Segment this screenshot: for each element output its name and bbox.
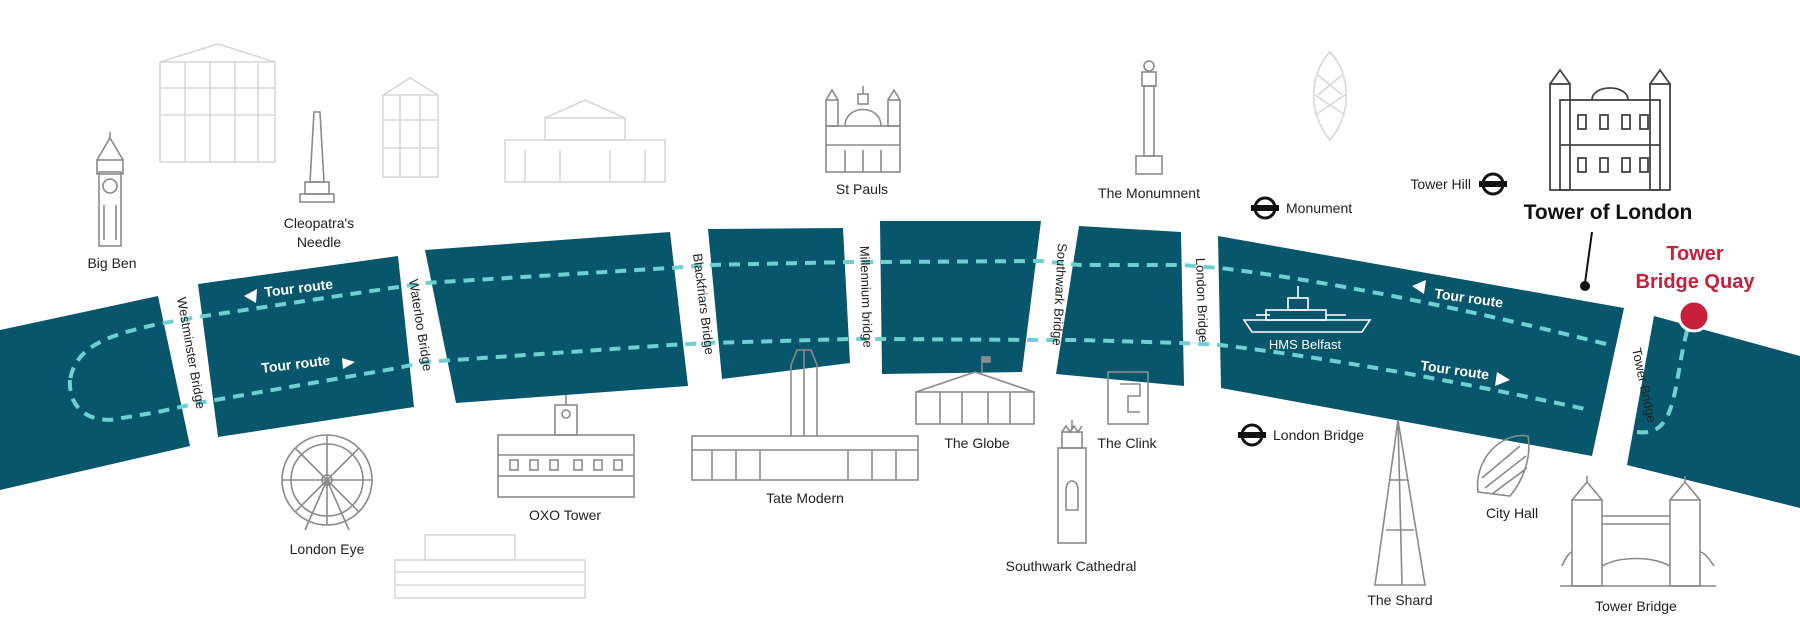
river-segment-millennium-southwark (880, 221, 1041, 374)
tower-bridge-icon (1560, 476, 1716, 587)
label-tower-bridge-quay-line1: Tower (1666, 243, 1724, 265)
label-the-monument: The Monumnent (1098, 185, 1200, 201)
cleopatras-needle-icon (299, 111, 335, 203)
somerset-house-icon (504, 99, 666, 183)
river-segment-london-tower (1218, 236, 1624, 456)
the-shard-icon (1374, 419, 1426, 586)
label-cleopatras-needle-line1: Cleopatra's (284, 215, 354, 231)
river-segment-waterloo-blackfriars (425, 232, 688, 403)
river-segment-blackfriars-millennium (708, 228, 850, 379)
tour-route-upper (68, 258, 1607, 381)
tower-of-london-icon (1549, 68, 1671, 191)
city-hall-icon (1476, 434, 1530, 497)
triangle-left-icon (244, 289, 257, 303)
underground-roundel-icon (1251, 196, 1279, 220)
triangle-right-icon (1495, 372, 1510, 386)
tour-route-lower (67, 337, 1591, 422)
label-big-ben: Big Ben (87, 255, 136, 271)
label-hms-belfast: HMS Belfast (1269, 337, 1342, 352)
station-label-tower-hill: Tower Hill (1410, 176, 1471, 192)
tate-modern-icon (691, 349, 919, 481)
underground-roundel-icon (1238, 423, 1266, 447)
building-icon (382, 77, 439, 178)
london-eye-icon (281, 434, 373, 531)
bridge-label-southwark: Southwark Bridge (1050, 243, 1070, 346)
bridge-label-waterloo: Waterloo Bridge (406, 278, 435, 372)
monument-column-icon (1135, 60, 1163, 175)
river-segment-tower-bridge-east (1627, 316, 1800, 508)
label-city-hall: City Hall (1486, 505, 1538, 521)
southwark-cathedral-icon (1057, 420, 1087, 544)
station-monument: Monument (1251, 196, 1352, 220)
river-segment-westminster (0, 296, 190, 490)
station-label-london-bridge: London Bridge (1273, 427, 1364, 443)
gherkin-icon (1312, 50, 1348, 142)
label-the-clink: The Clink (1097, 435, 1157, 451)
oxo-tower-icon (497, 395, 635, 498)
st-pauls-icon (825, 86, 901, 173)
whitehall-building-icon (159, 43, 276, 163)
national-theatre-icon (394, 534, 586, 599)
bridge-label-london: London Bridge (1193, 258, 1211, 343)
the-clink-icon (1107, 371, 1149, 425)
background-buildings (159, 43, 1348, 599)
station-label-monument: Monument (1286, 200, 1352, 216)
label-the-shard: The Shard (1367, 592, 1432, 608)
triangle-left-icon (1412, 280, 1426, 294)
label-st-pauls: St Pauls (836, 181, 888, 197)
label-southwark-cathedral: Southwark Cathedral (1006, 558, 1137, 574)
label-tower-bridge: Tower Bridge (1595, 598, 1677, 614)
bridge-label-millennium: Millennium bridge (857, 246, 876, 348)
label-london-eye: London Eye (290, 541, 365, 557)
label-oxo-tower: OXO Tower (529, 507, 601, 523)
hms-belfast-icon (1242, 286, 1372, 333)
tour-route-quay-link (1636, 319, 1692, 435)
label-tower-of-london: Tower of London (1524, 201, 1693, 224)
label-the-globe: The Globe (944, 435, 1010, 451)
label-cleopatras-needle-line2: Needle (297, 234, 342, 250)
label-tate-modern: Tate Modern (766, 490, 844, 506)
river-segment-southwark-london (1056, 226, 1184, 386)
tower-bridge-quay-marker[interactable] (1677, 299, 1711, 333)
underground-roundel-icon (1479, 172, 1507, 196)
triangle-right-icon (342, 358, 355, 369)
tour-route (67, 258, 1692, 435)
river-thames (0, 221, 1800, 508)
the-globe-icon (915, 356, 1035, 425)
label-tower-bridge-quay-line2: Bridge Quay (1636, 271, 1756, 293)
tower-of-london-pointer (1580, 231, 1593, 291)
station-tower-hill: Tower Hill (1410, 172, 1507, 196)
station-london-bridge: London Bridge (1238, 423, 1364, 447)
big-ben-icon (96, 132, 124, 247)
